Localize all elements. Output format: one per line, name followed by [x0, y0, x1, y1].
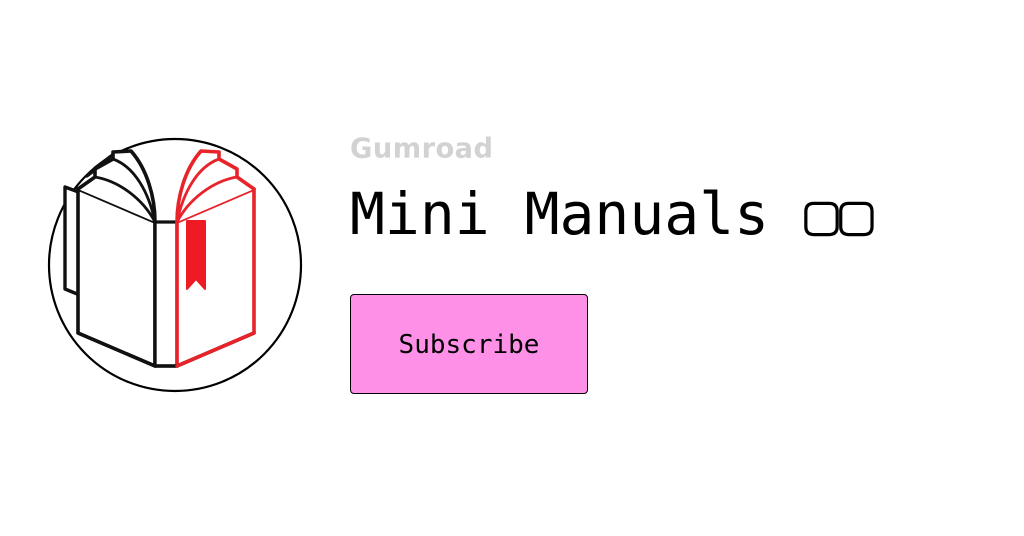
subscribe-button[interactable]: Subscribe — [350, 294, 588, 394]
right-page-edge-2 — [175, 157, 221, 224]
left-page-edge-2 — [111, 157, 157, 224]
content-column: Gumroad Mini Manuals ▢▢ Subscribe — [350, 132, 1010, 394]
book-bottom-right — [175, 331, 256, 368]
page-title-text: Mini Manuals — [350, 180, 804, 248]
left-page-edge-1 — [93, 175, 157, 224]
bookmark-ribbon — [186, 220, 206, 290]
right-page-edge-1 — [175, 175, 239, 224]
right-page-stack — [175, 149, 256, 224]
page-title: Mini Manuals ▢▢ — [350, 184, 1010, 245]
book-group — [76, 149, 256, 368]
gumroad-logo: Gumroad — [350, 132, 1010, 166]
avatar — [47, 137, 303, 393]
gumroad-wordmark: Gumroad — [350, 133, 494, 164]
book-spine — [153, 220, 179, 368]
gumroad-logo-icon: Gumroad — [350, 133, 494, 164]
left-page-stack — [76, 149, 157, 224]
page-title-missing-glyphs: ▢▢ — [803, 180, 874, 248]
open-book-avatar-icon — [47, 137, 303, 393]
